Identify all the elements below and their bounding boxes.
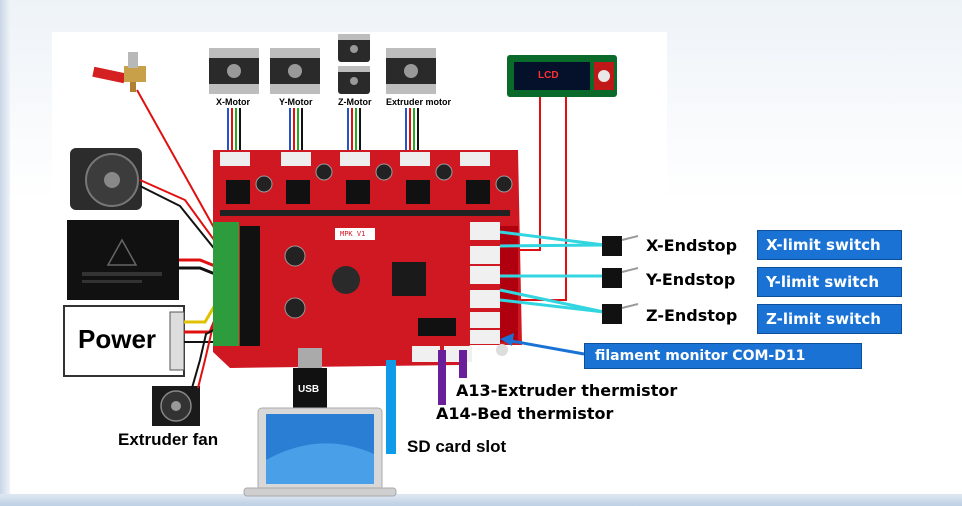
hotend-icon: [92, 52, 146, 92]
x-motor-icon: [209, 48, 259, 94]
extruder-fan-icon: [152, 386, 200, 426]
z-endstop-connector: [470, 290, 500, 308]
bed-thermistor-label: A14-Bed thermistor: [436, 404, 614, 423]
power-supply-icon: [63, 305, 185, 377]
fan-wire-red: [139, 179, 226, 256]
window-left-edge: [0, 0, 10, 506]
motor-header-e1: [460, 152, 490, 166]
x-motor-label: X-Motor: [216, 97, 250, 107]
motor-header-x: [220, 152, 250, 166]
blower-fan-icon: [70, 148, 142, 210]
lcd-module-icon: [507, 55, 617, 97]
extruder-motor-icon: [386, 48, 436, 94]
usb-cable-icon: [293, 348, 327, 416]
y-endstop-label: Y-Endstop: [646, 270, 736, 289]
mcu-chip: [392, 262, 426, 296]
x-endstop-switch-icon: [602, 235, 639, 256]
extruder-fan-label: Extruder fan: [118, 430, 219, 449]
window-bottom-edge: [0, 494, 962, 506]
motor-wires: [227, 108, 419, 152]
motor-header-y: [281, 152, 311, 166]
x-endstop-label: X-Endstop: [646, 236, 738, 255]
filament-connector: [470, 330, 500, 344]
z-endstop-label: Z-Endstop: [646, 306, 738, 325]
endstop-wires: [499, 230, 605, 314]
heated-bed-icon: [67, 220, 179, 300]
z-limit-switch-box: Z-limit switch: [757, 304, 902, 334]
sd-card-slot-label: SD card slot: [407, 437, 507, 456]
motor-header-e0: [400, 152, 430, 166]
usb-label: USB: [298, 384, 320, 395]
extruder-thermistor-label-bg: [450, 378, 684, 402]
lcd-label: LCD: [538, 70, 559, 81]
y-endstop-connector: [470, 266, 500, 284]
extruder-thermistor-label: A13-Extruder thermistor: [456, 381, 678, 400]
extruder-thermistor-wire: [459, 350, 467, 383]
sd-card-wire: [386, 360, 396, 454]
z-motor-label: Z-Motor: [338, 97, 372, 107]
bed-thermistor-connector: [444, 346, 472, 362]
x-endstop-connector: [470, 222, 500, 240]
filament-arrow: [500, 333, 585, 356]
filament-monitor-box: filament monitor COM-D11: [584, 343, 862, 369]
fan-wire-black: [139, 185, 226, 263]
y-endstop-switch-icon: [602, 267, 639, 288]
board-label: MPK V1: [340, 230, 366, 238]
power-label: Power: [78, 324, 157, 354]
y-motor-label: Y-Motor: [279, 97, 313, 107]
motor-header-z: [340, 152, 370, 166]
main-board: [213, 150, 522, 368]
y-limit-switch-box: Y-limit switch: [757, 267, 902, 297]
extruder-thermistor-connector: [412, 346, 440, 362]
y-motor-icon: [270, 48, 320, 94]
x-limit-switch-box: X-limit switch: [757, 230, 902, 260]
hotend-wire: [136, 89, 223, 243]
laptop-icon: [243, 407, 397, 497]
z-motor-icon: [338, 34, 370, 94]
extruder-motor-label: Extruder motor: [386, 97, 452, 107]
power-terminal-block: [213, 222, 239, 346]
bed-thermistor-wire: [438, 350, 446, 405]
z-endstop-switch-icon: [602, 303, 639, 324]
